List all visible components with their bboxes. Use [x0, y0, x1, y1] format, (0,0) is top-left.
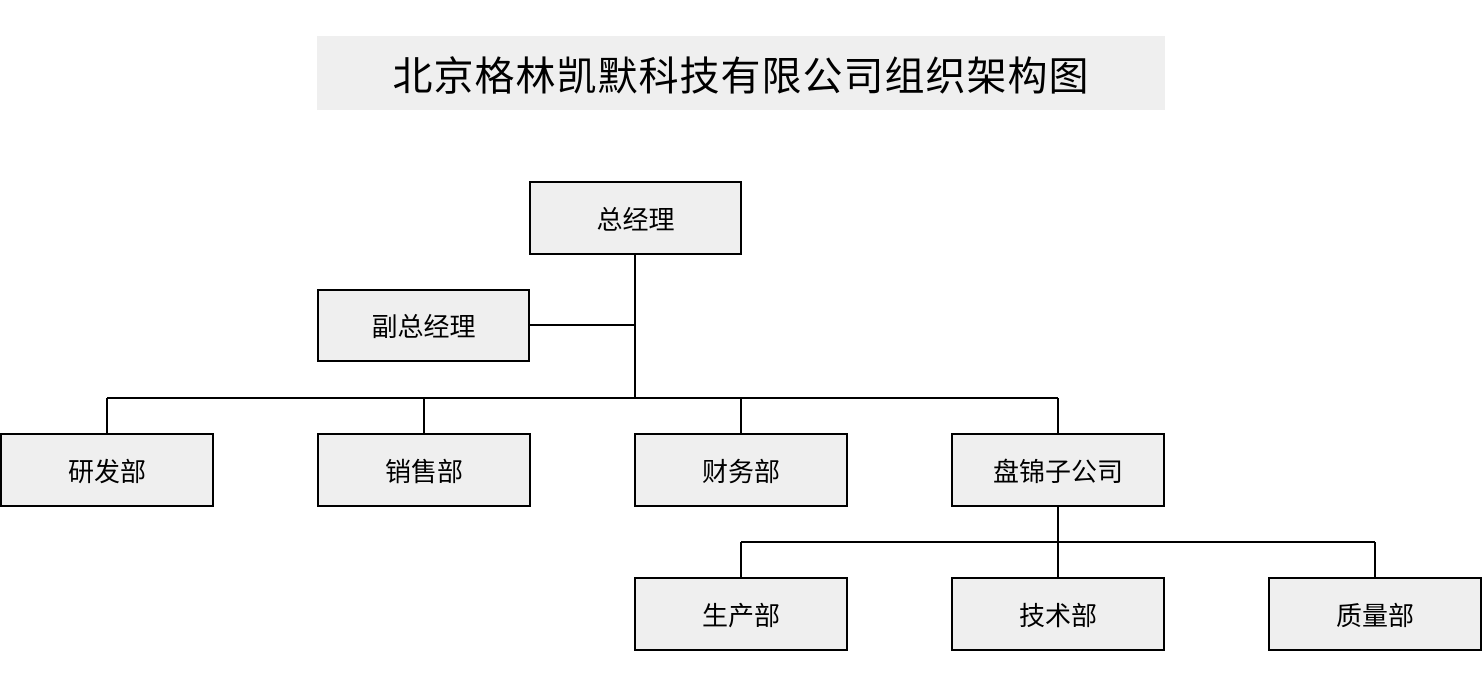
node-production-dept-label: 生产部 — [701, 601, 780, 632]
node-tech-dept: 技术部 — [951, 577, 1165, 651]
node-rnd-dept-label: 研发部 — [67, 457, 146, 488]
node-rnd-dept: 研发部 — [0, 433, 214, 507]
node-general-manager-label: 总经理 — [596, 205, 675, 236]
node-finance-dept-label: 财务部 — [701, 457, 780, 488]
node-panjin-subsidiary-label: 盘锦子公司 — [992, 457, 1123, 488]
node-production-dept: 生产部 — [634, 577, 848, 651]
title-band: 北京格林凯默科技有限公司组织架构图 — [317, 36, 1165, 110]
node-sales-dept-label: 销售部 — [384, 457, 463, 488]
node-sales-dept: 销售部 — [317, 433, 531, 507]
node-quality-dept: 质量部 — [1268, 577, 1482, 651]
node-deputy-general-manager-label: 副总经理 — [371, 313, 476, 343]
chart-title: 北京格林凯默科技有限公司组织架构图 — [392, 54, 1090, 100]
node-general-manager: 总经理 — [529, 181, 742, 255]
node-finance-dept: 财务部 — [634, 433, 848, 507]
node-deputy-general-manager: 副总经理 — [317, 289, 530, 362]
node-tech-dept-label: 技术部 — [1018, 601, 1097, 632]
node-quality-dept-label: 质量部 — [1335, 601, 1414, 632]
node-panjin-subsidiary: 盘锦子公司 — [951, 433, 1165, 507]
